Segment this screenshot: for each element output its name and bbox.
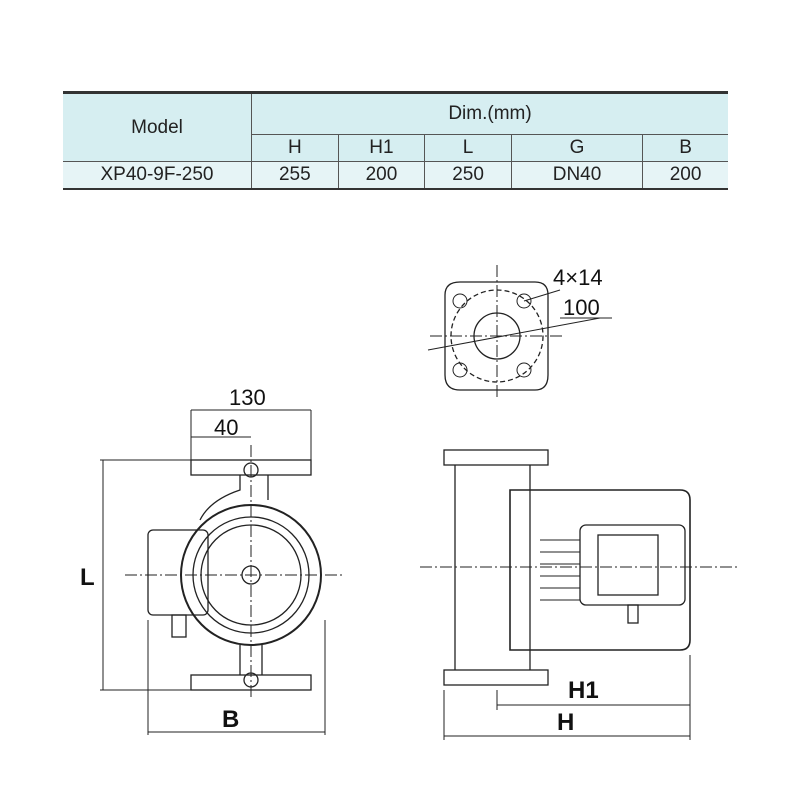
flange-view xyxy=(427,265,612,400)
col-h: H xyxy=(251,134,339,162)
cell-b: 200 xyxy=(642,161,728,190)
dim-h1-label: H1 xyxy=(568,677,599,704)
cell-model: XP40-9F-250 xyxy=(63,161,252,190)
table-row: XP40-9F-250 255 200 250 DN40 200 xyxy=(63,161,728,190)
cell-h1: 200 xyxy=(337,161,426,190)
cell-l: 250 xyxy=(424,161,512,190)
dimension-table: Model Dim.(mm) H H1 L G B XP40-9F-250 25… xyxy=(63,91,728,190)
col-h1: H1 xyxy=(337,134,426,162)
dim-l-label: L xyxy=(80,564,95,591)
cell-h: 255 xyxy=(251,161,339,190)
col-l: L xyxy=(424,134,512,162)
cell-g: DN40 xyxy=(510,161,644,190)
dim-130-label: 130 xyxy=(229,385,266,410)
model-header: Model xyxy=(63,92,252,162)
col-g: G xyxy=(510,134,644,162)
dim-header: Dim.(mm) xyxy=(251,92,728,135)
flange-holes-label: 4×14 xyxy=(553,265,603,290)
col-b: B xyxy=(642,134,728,162)
dim-b-label: B xyxy=(222,706,239,733)
pump-front-view xyxy=(100,409,345,735)
dim-h-label: H xyxy=(557,709,574,736)
flange-pcd-label: 100 xyxy=(563,295,600,320)
dim-40-label: 40 xyxy=(214,415,238,440)
pump-side-view xyxy=(420,449,740,740)
